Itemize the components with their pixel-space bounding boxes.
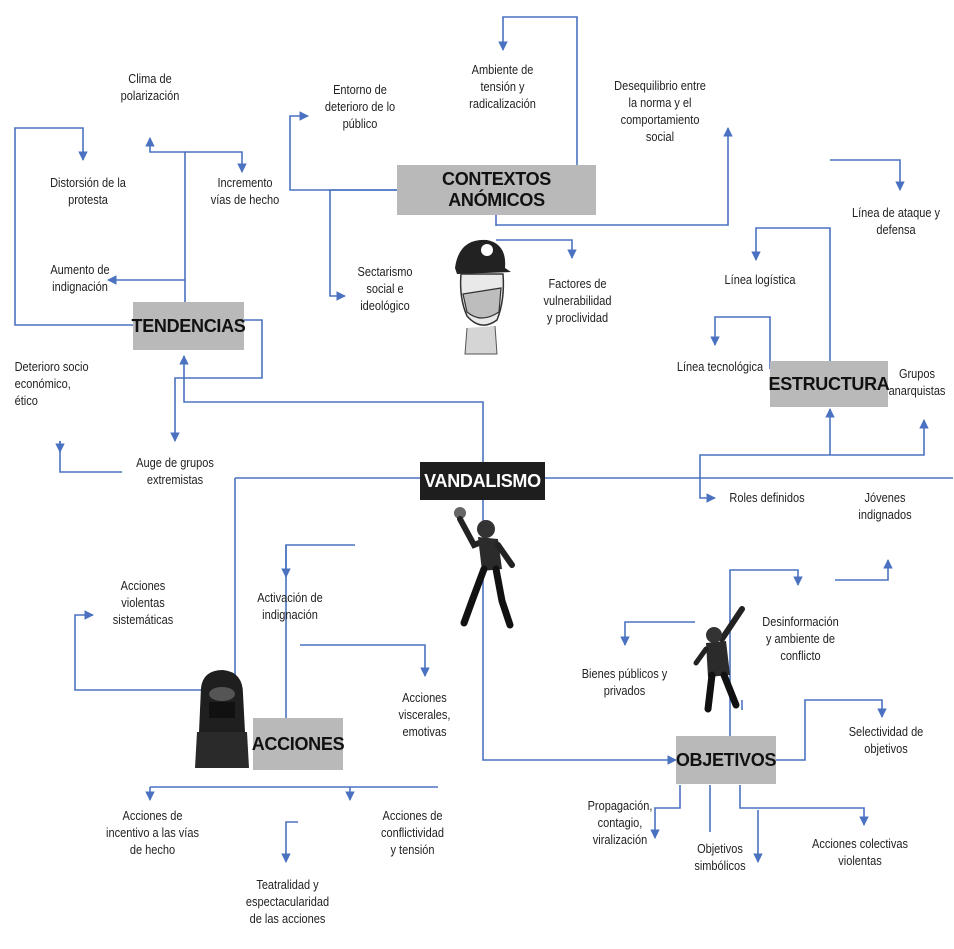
hub-contextos-anomicos: CONTEXTOS ANÓMICOS	[397, 165, 596, 215]
node-selectividad-objetivos: Selectividad de objetivos	[848, 725, 924, 756]
node-linea-tecnologica: Línea tecnológica	[676, 360, 764, 374]
node-entorno-deterioro-publico: Entorno de deterioro de lo público	[324, 83, 396, 131]
hub-acciones: ACCIONES	[252, 718, 345, 770]
node-activacion-indignacion: Activación de indignación	[257, 591, 323, 622]
node-aumento-indignacion: Aumento de indignación	[50, 263, 110, 294]
node-objetivos-simbolicos: Objetivos simbólicos	[694, 842, 746, 873]
node-bienes-publicos-privados: Bienes públicos y privados	[581, 667, 668, 698]
node-deterioro-socio-economico: Deterioro socio económico, ético	[14, 360, 89, 408]
node-jovenes-indignados: Jóvenes indignados	[858, 491, 912, 522]
node-acciones-viscerales: Acciones viscerales, emotivas	[398, 691, 451, 739]
node-acciones-incentivo: Acciones de incentivo a las vías de hech…	[106, 809, 199, 857]
stone-thrower-icon	[454, 507, 515, 629]
node-teatralidad: Teatralidad y espectacularidad de las ac…	[245, 878, 330, 926]
masked-protester-cap-icon	[455, 239, 511, 355]
center-hub-vandalismo: VANDALISMO	[420, 462, 545, 500]
node-acciones-conflictividad: Acciones de conflictividad y tensión	[380, 809, 444, 857]
node-sectarismo: Sectarismo social e ideológico	[357, 265, 413, 313]
node-factores-vulnerabilidad: Factores de vulnerabilidad y proclividad	[543, 277, 612, 325]
node-linea-ataque-defensa: Línea de ataque y defensa	[851, 206, 941, 237]
hub-objetivos: OBJETIVOS	[676, 736, 776, 784]
node-auge-grupos-extremistas: Auge de grupos extremistas	[136, 456, 214, 487]
hooded-protester-icon	[195, 670, 249, 768]
node-grupos-anarquistas: Grupos anarquistas	[888, 367, 946, 398]
hub-estructura: ESTRUCTURA	[769, 361, 890, 407]
node-roles-definidos: Roles definidos	[729, 491, 805, 505]
node-ambiente-tension: Ambiente de tensión y radicalización	[469, 63, 536, 111]
node-desinformacion: Desinformación y ambiente de conflicto	[762, 615, 839, 663]
node-propagacion: Propagación, contagio, viralización	[587, 799, 653, 847]
node-linea-logistica: Línea logística	[724, 273, 796, 287]
node-incremento-vias-hecho: Incremento vías de hecho	[210, 176, 280, 207]
node-clima-polarizacion: Clima de polarización	[120, 72, 180, 103]
node-desequilibrio-norma: Desequilibrio entre la norma y el compor…	[614, 79, 706, 144]
node-distorsion-protesta: Distorsión de la protesta	[50, 176, 126, 207]
stone-thrower-small-icon	[693, 606, 745, 713]
node-acciones-violentas-sistematicas: Acciones violentas sistemáticas	[112, 579, 174, 627]
node-acciones-colectivas-violentas: Acciones colectivas violentas	[811, 837, 908, 868]
hub-tendencias: TENDENCIAS	[132, 302, 246, 350]
